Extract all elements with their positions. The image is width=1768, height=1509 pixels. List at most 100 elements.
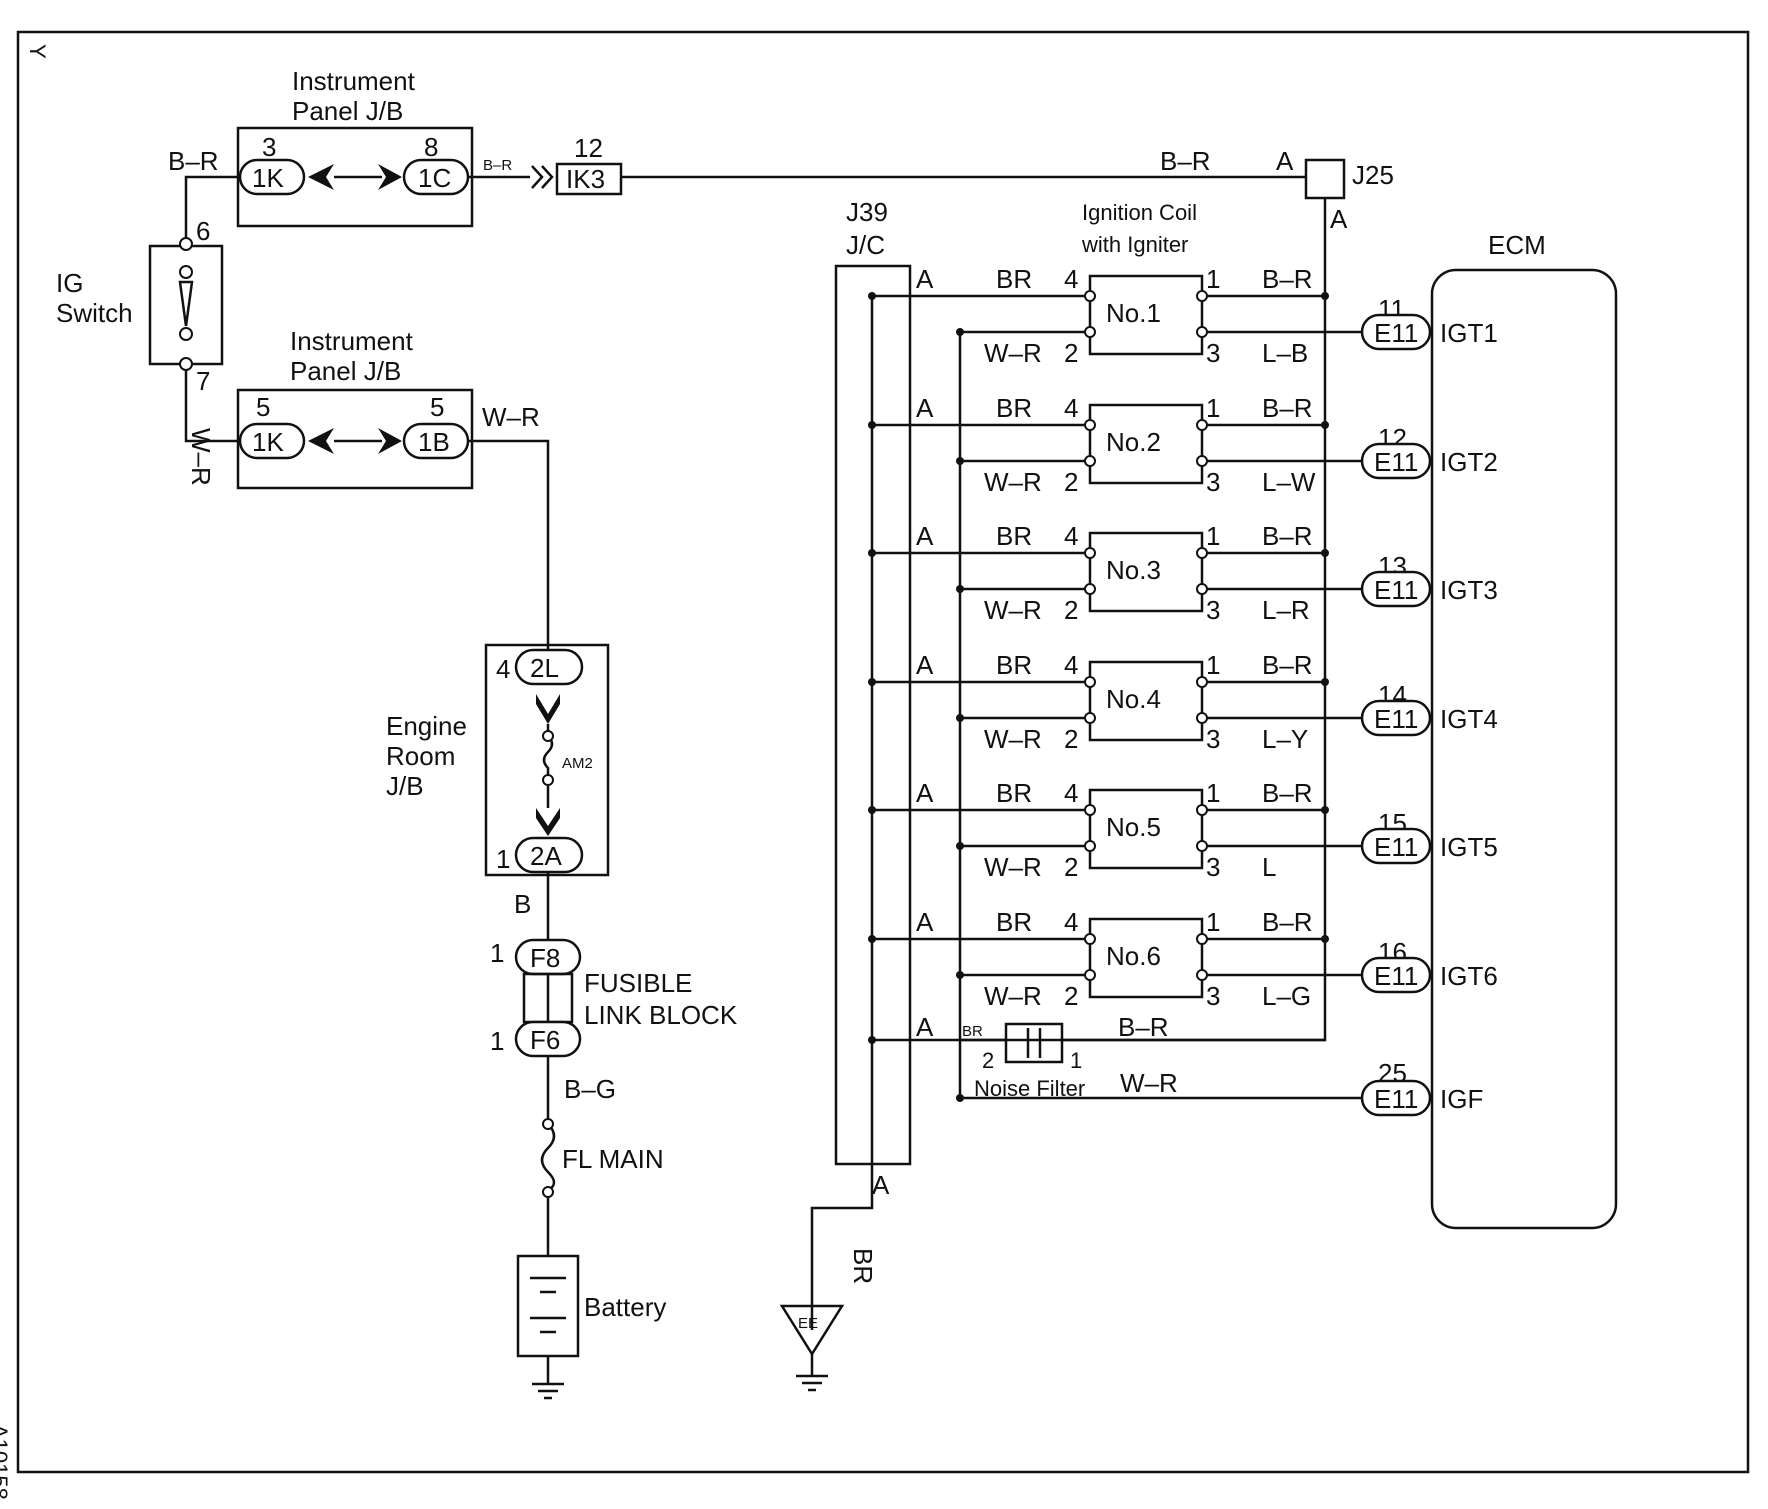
coil-wire-br: BR xyxy=(996,650,1032,680)
coil-name: No.5 xyxy=(1106,812,1161,842)
coil-pin-4: 4 xyxy=(1064,393,1078,423)
coil-wire-signal: L xyxy=(1262,852,1276,882)
ignition-coil-box xyxy=(1088,788,1204,870)
coil-pin-2: 2 xyxy=(1064,724,1078,754)
j39-pin-ground: A xyxy=(872,1170,890,1200)
connector-arrow-icon xyxy=(536,808,560,836)
coil-pin-4: 4 xyxy=(1064,650,1078,680)
coil-wire-signal: L–W xyxy=(1262,467,1316,497)
ignition-coil-box xyxy=(1088,531,1204,613)
coil-pin-2: 2 xyxy=(1064,338,1078,368)
coil-wire-signal: L–G xyxy=(1262,981,1311,1011)
noise-filter-pin-1: 1 xyxy=(1070,1048,1082,1073)
figure-id: A10158 xyxy=(0,1424,12,1500)
wire-w-r-ig: W–R xyxy=(186,428,216,486)
coil-pin-3: 3 xyxy=(1206,338,1220,368)
ecm: ECM xyxy=(1430,230,1618,1230)
ignition-coil-box xyxy=(1088,917,1204,999)
fl-pin2: F6 xyxy=(530,1025,560,1055)
ecm-connector-label: E11 xyxy=(1374,704,1418,734)
coil-wire-wr: W–R xyxy=(984,467,1042,497)
connector-arrow-icon xyxy=(308,428,334,454)
coil-pin-1: 1 xyxy=(1206,778,1220,808)
coil-wire-signal: L–R xyxy=(1262,595,1310,625)
coil-name: No.4 xyxy=(1106,684,1161,714)
ip-jb-bottom-label-1: Instrument xyxy=(290,326,414,356)
capacitor-box xyxy=(1004,1022,1064,1064)
coil-pin-a: A xyxy=(916,521,934,551)
coil-pin-2: 2 xyxy=(1064,981,1078,1011)
connector-arrow-icon xyxy=(536,694,560,724)
frame xyxy=(16,30,1750,1474)
ip-jb-bottom-pin-right-num: 5 xyxy=(430,392,444,422)
engine-room-jb: Engine Room J/B 4 2L AM2 1 2A xyxy=(386,643,610,877)
instrument-panel-jb-bottom: Instrument Panel J/B 5 1K 5 1B xyxy=(236,326,474,490)
battery-label: Battery xyxy=(584,1292,666,1322)
connector-arrow-icon xyxy=(308,164,334,190)
coil-pin-3: 3 xyxy=(1206,724,1220,754)
ip-jb-bottom-pin-left: 1K xyxy=(252,427,284,457)
noise-filter-pin-a: A xyxy=(916,1012,934,1042)
ignition-coil-box xyxy=(1088,274,1204,356)
coil-pin-2: 2 xyxy=(1064,595,1078,625)
igf-conn: E11 xyxy=(1374,1084,1418,1114)
j25-label: J25 xyxy=(1352,160,1394,190)
coil-pin-4: 4 xyxy=(1064,907,1078,937)
coil-wire-br: BR xyxy=(996,521,1032,551)
coil-name: No.2 xyxy=(1106,427,1161,457)
connector-arrow-icon xyxy=(378,428,402,454)
coil-wire-b-r: B–R xyxy=(1262,650,1313,680)
coil-wire-wr: W–R xyxy=(984,724,1042,754)
wire-b: B xyxy=(514,889,531,919)
ip-jb-top-pin-left-label: 1K xyxy=(252,163,284,193)
fl-label-2: LINK BLOCK xyxy=(584,1000,738,1030)
coil-name: No.1 xyxy=(1106,298,1161,328)
coil-wire-wr: W–R xyxy=(984,338,1042,368)
ecm-connector xyxy=(1360,956,1432,994)
fl-label-1: FUSIBLE xyxy=(584,968,692,998)
fl-pin1: F8 xyxy=(530,943,560,973)
fl-pin2-num: 1 xyxy=(490,1026,504,1056)
coil-wire-br: BR xyxy=(996,393,1032,423)
battery: Battery xyxy=(516,1254,666,1400)
coil-name: No.6 xyxy=(1106,941,1161,971)
ig-switch: IG Switch 6 7 W–R xyxy=(56,216,224,486)
coil-pin-1: 1 xyxy=(1206,650,1220,680)
coil-pin-4: 4 xyxy=(1064,521,1078,551)
j25-pin-in: A xyxy=(1276,146,1294,176)
igf-row: W–R 25 E11 IGF xyxy=(956,1058,1483,1117)
coil-wire-b-r: B–R xyxy=(1262,393,1313,423)
j25-pin-out: A xyxy=(1330,204,1348,234)
coil-pin-1: 1 xyxy=(1206,393,1220,423)
coil-pin-a: A xyxy=(916,778,934,808)
connector-chevron-icon xyxy=(531,165,554,189)
ignition-coil-title-2: with Igniter xyxy=(1081,232,1188,257)
ip-jb-top-pin-right-num: 8 xyxy=(424,132,438,162)
coil-pin-a: A xyxy=(916,907,934,937)
coil-pin-2: 2 xyxy=(1064,852,1078,882)
wire-w-r-jb: W–R xyxy=(482,402,540,432)
coil-pin-3: 3 xyxy=(1206,852,1220,882)
coil-pin-a: A xyxy=(916,650,934,680)
ip-jb-top-pin-left-num: 3 xyxy=(262,132,276,162)
ecm-connector-label: E11 xyxy=(1374,447,1418,477)
coil-wire-signal: L–B xyxy=(1262,338,1308,368)
ecm-signal: IGT6 xyxy=(1440,961,1498,991)
switch-contact-icon xyxy=(178,280,194,327)
igf-wire: W–R xyxy=(1120,1068,1178,1098)
coil-wire-b-r: B–R xyxy=(1262,264,1313,294)
fl-main-label: FL MAIN xyxy=(562,1144,664,1174)
instrument-panel-jb-top: Instrument Panel J/B 3 1K 8 1C xyxy=(236,66,474,228)
ecm-connector xyxy=(1360,570,1432,608)
coil-wire-br: BR xyxy=(996,264,1032,294)
ecm-connector-label: E11 xyxy=(1374,575,1418,605)
coil-wire-b-r: B–R xyxy=(1262,907,1313,937)
er-jb-label-2: Room xyxy=(386,741,455,771)
coil-pin-4: 4 xyxy=(1064,264,1078,294)
wire-b-r-ig: B–R xyxy=(168,146,219,176)
ignition-coil-title-1: Ignition Coil xyxy=(1082,200,1197,225)
ip-jb-top-label-1: Instrument xyxy=(292,66,416,96)
coil-wire-br: BR xyxy=(996,907,1032,937)
